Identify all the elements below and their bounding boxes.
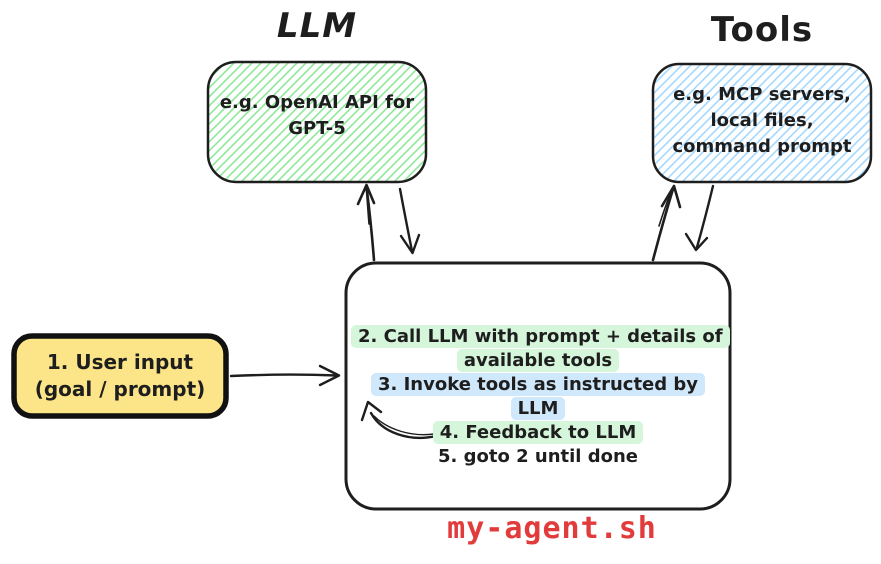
llm-title: LLM: [276, 6, 358, 46]
arrow-tools-to-agent: [684, 184, 715, 252]
arrow-agent-to-llm: [356, 183, 376, 262]
step-feedback: 4. Feedback to LLM: [351, 421, 725, 445]
step-feedback-text: 4. Feedback to LLM: [432, 421, 644, 444]
user-input-label: 1. User input (goal / prompt): [14, 349, 226, 403]
arrow-agent-to-tools: [651, 184, 682, 262]
step-call-llm: 2. Call LLM with prompt + details of ava…: [351, 325, 730, 373]
step-call-llm-text: 2. Call LLM with prompt + details of ava…: [351, 325, 730, 372]
step-goto: 5. goto 2 until done: [351, 445, 725, 469]
step-invoke-tools-text: 3. Invoke tools as instructed by LLM: [370, 373, 706, 420]
arrow-loop-step5-to-step3: [360, 400, 438, 440]
step-invoke-tools: 3. Invoke tools as instructed by LLM: [351, 373, 725, 421]
arrow-user-to-agent: [229, 364, 341, 387]
user-input-line1: 1. User input: [46, 350, 194, 374]
user-input-line2: (goal / prompt): [34, 377, 206, 401]
tools-box-shape: [651, 62, 873, 184]
my-agent-caption: my-agent.sh: [447, 511, 657, 546]
tools-box-label: e.g. MCP servers, local files, command p…: [672, 84, 852, 157]
llm-box-shape: [206, 60, 428, 184]
agent-steps: 2. Call LLM with prompt + details of ava…: [351, 325, 730, 469]
arrow-llm-to-agent: [398, 187, 421, 255]
llm-box-label: e.g. OpenAI API for GPT-5: [219, 92, 415, 139]
step-goto-text: 5. goto 2 until done: [437, 446, 639, 467]
user-input-box-shape: [11, 333, 229, 419]
tools-title: Tools: [710, 10, 814, 50]
